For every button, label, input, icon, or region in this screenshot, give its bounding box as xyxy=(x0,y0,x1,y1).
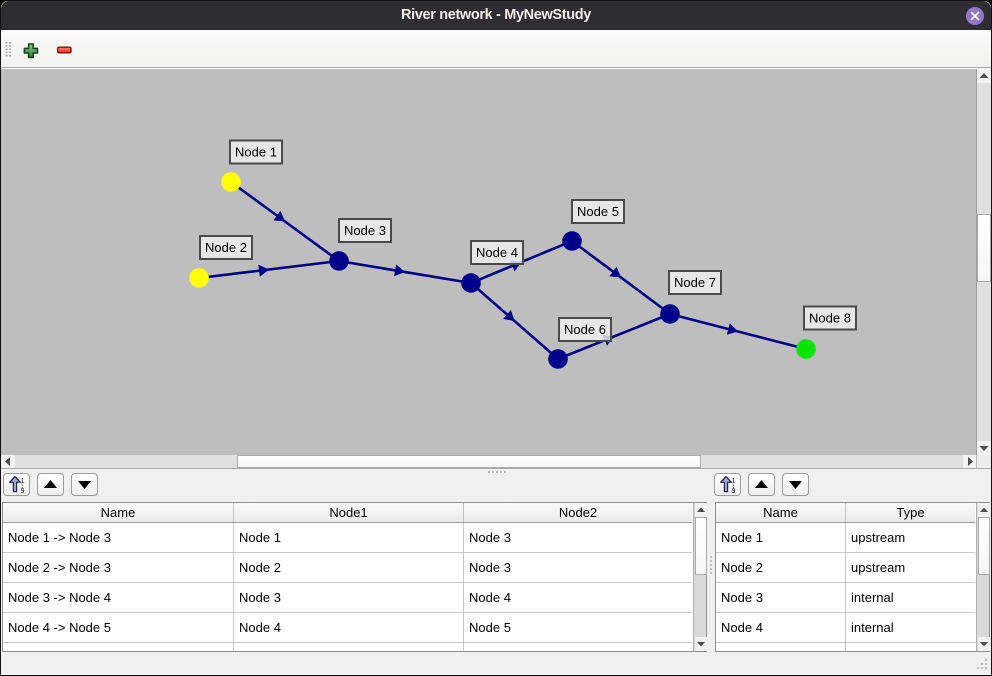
svg-text:Node 1: Node 1 xyxy=(235,145,277,160)
svg-text:Node 6: Node 6 xyxy=(564,322,606,337)
svg-text:Node 3: Node 3 xyxy=(344,223,386,238)
svg-text:Node 4: Node 4 xyxy=(476,245,518,260)
svg-text:Node 8: Node 8 xyxy=(809,311,851,326)
svg-text:Node 5: Node 5 xyxy=(577,204,619,219)
svg-text:Node 2: Node 2 xyxy=(205,240,247,255)
svg-text:Node 7: Node 7 xyxy=(674,275,716,290)
svg-text:1: 1 xyxy=(21,478,25,485)
svg-text:9: 9 xyxy=(21,488,25,495)
